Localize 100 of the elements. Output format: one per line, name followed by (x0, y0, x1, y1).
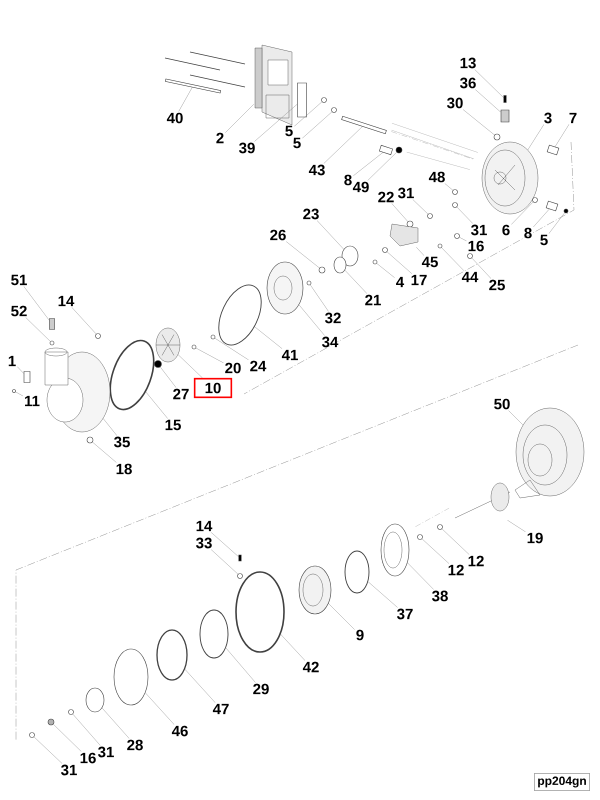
pin (438, 244, 442, 248)
callout-number: 5 (285, 126, 293, 136)
callout-number: 12 (448, 564, 464, 576)
screw (382, 247, 388, 253)
callout-number: 40 (166, 112, 183, 124)
leader-line (511, 202, 534, 225)
callout-number: 26 (270, 230, 286, 240)
compressor-housing-drawing (44, 348, 110, 432)
callout-number: 23 (303, 208, 319, 220)
leader-line (178, 87, 192, 112)
washer (532, 197, 538, 203)
compressor-wheel-drawing (156, 328, 180, 362)
washer (68, 709, 74, 715)
leader-line (196, 348, 224, 364)
leader-line (416, 247, 424, 256)
plate (342, 246, 358, 266)
callout-number: 37 (397, 608, 413, 620)
leader-line (184, 669, 216, 703)
washer (452, 202, 458, 208)
ring (417, 534, 423, 540)
callout-number: 17 (412, 274, 427, 286)
leader-line (507, 520, 526, 532)
clamp (235, 571, 285, 653)
callout-number: 46 (172, 726, 188, 736)
leader-line (328, 603, 355, 630)
leader-line (53, 724, 82, 752)
leader-line (226, 648, 256, 683)
washer (331, 107, 337, 113)
callout-number: 43 (308, 164, 325, 176)
rod (341, 116, 387, 134)
washer (321, 97, 327, 103)
callout-number: 14 (58, 296, 74, 306)
screw (503, 95, 507, 103)
leader-line (459, 237, 467, 242)
callout-number: 16 (468, 240, 484, 252)
callout-number: 27 (173, 388, 189, 400)
callout-number: 52 (11, 306, 27, 316)
plate (24, 371, 30, 383)
leader-line (214, 338, 249, 360)
nut (306, 280, 312, 286)
nut (467, 253, 473, 259)
callout-number: 2 (216, 132, 224, 144)
leader-line (72, 714, 100, 746)
leader-line (210, 549, 238, 574)
callout-number: 11 (25, 396, 40, 406)
pin (210, 334, 216, 340)
seal-ring (200, 610, 228, 658)
callout-number: 1 (8, 356, 16, 366)
leader-line (442, 528, 470, 555)
leader-line (344, 270, 368, 294)
highlight-box: 10 (194, 378, 232, 398)
heat-shield (298, 566, 332, 614)
callout-number: 34 (322, 336, 338, 348)
leader-line (444, 183, 454, 190)
callout-number: 47 (212, 704, 229, 714)
leader-line (472, 258, 492, 279)
callout-number: 50 (494, 398, 510, 410)
callout-number: 21 (365, 294, 381, 306)
leader-line (474, 69, 504, 98)
screw (238, 554, 242, 562)
sensor (49, 318, 55, 330)
leader-line (286, 241, 320, 268)
plug (86, 436, 94, 444)
callout-number: 8 (524, 228, 532, 238)
callout-number: 33 (196, 538, 212, 548)
sleeve (546, 200, 558, 212)
gasket (114, 648, 148, 706)
leader-line (368, 582, 398, 608)
callout-number: 28 (127, 740, 143, 750)
thrust-washer (380, 524, 410, 576)
screw (95, 333, 101, 339)
reference-code-box: pp204gn (534, 773, 590, 791)
leader-line (412, 199, 428, 214)
bearing-housing-drawing (482, 142, 538, 214)
leader-line (353, 152, 384, 176)
leader-line (254, 326, 282, 349)
nut (154, 360, 162, 368)
callout-number: 24 (250, 360, 266, 372)
ring (437, 524, 443, 530)
leader-line (145, 692, 174, 725)
sleeve (546, 144, 560, 156)
callout-number: 13 (460, 58, 476, 68)
bushing (334, 256, 346, 274)
seal-ring (86, 688, 104, 712)
leader-line (280, 634, 306, 661)
leader-line (508, 410, 524, 426)
callout-number: 19 (528, 532, 543, 544)
leader-line (15, 392, 24, 396)
leader-line (103, 418, 117, 436)
callout-number: 41 (282, 350, 298, 360)
callout-number: 39 (239, 142, 255, 154)
callout-number: 5 (293, 138, 301, 148)
callout-number: 18 (116, 464, 132, 474)
leader-line (24, 286, 50, 320)
leader-line (92, 442, 117, 463)
leader-line (302, 112, 332, 138)
leader-line (456, 206, 473, 224)
leader-line (146, 392, 168, 419)
turbine-housing-drawing (514, 408, 584, 498)
callout-number: 31 (61, 764, 77, 776)
